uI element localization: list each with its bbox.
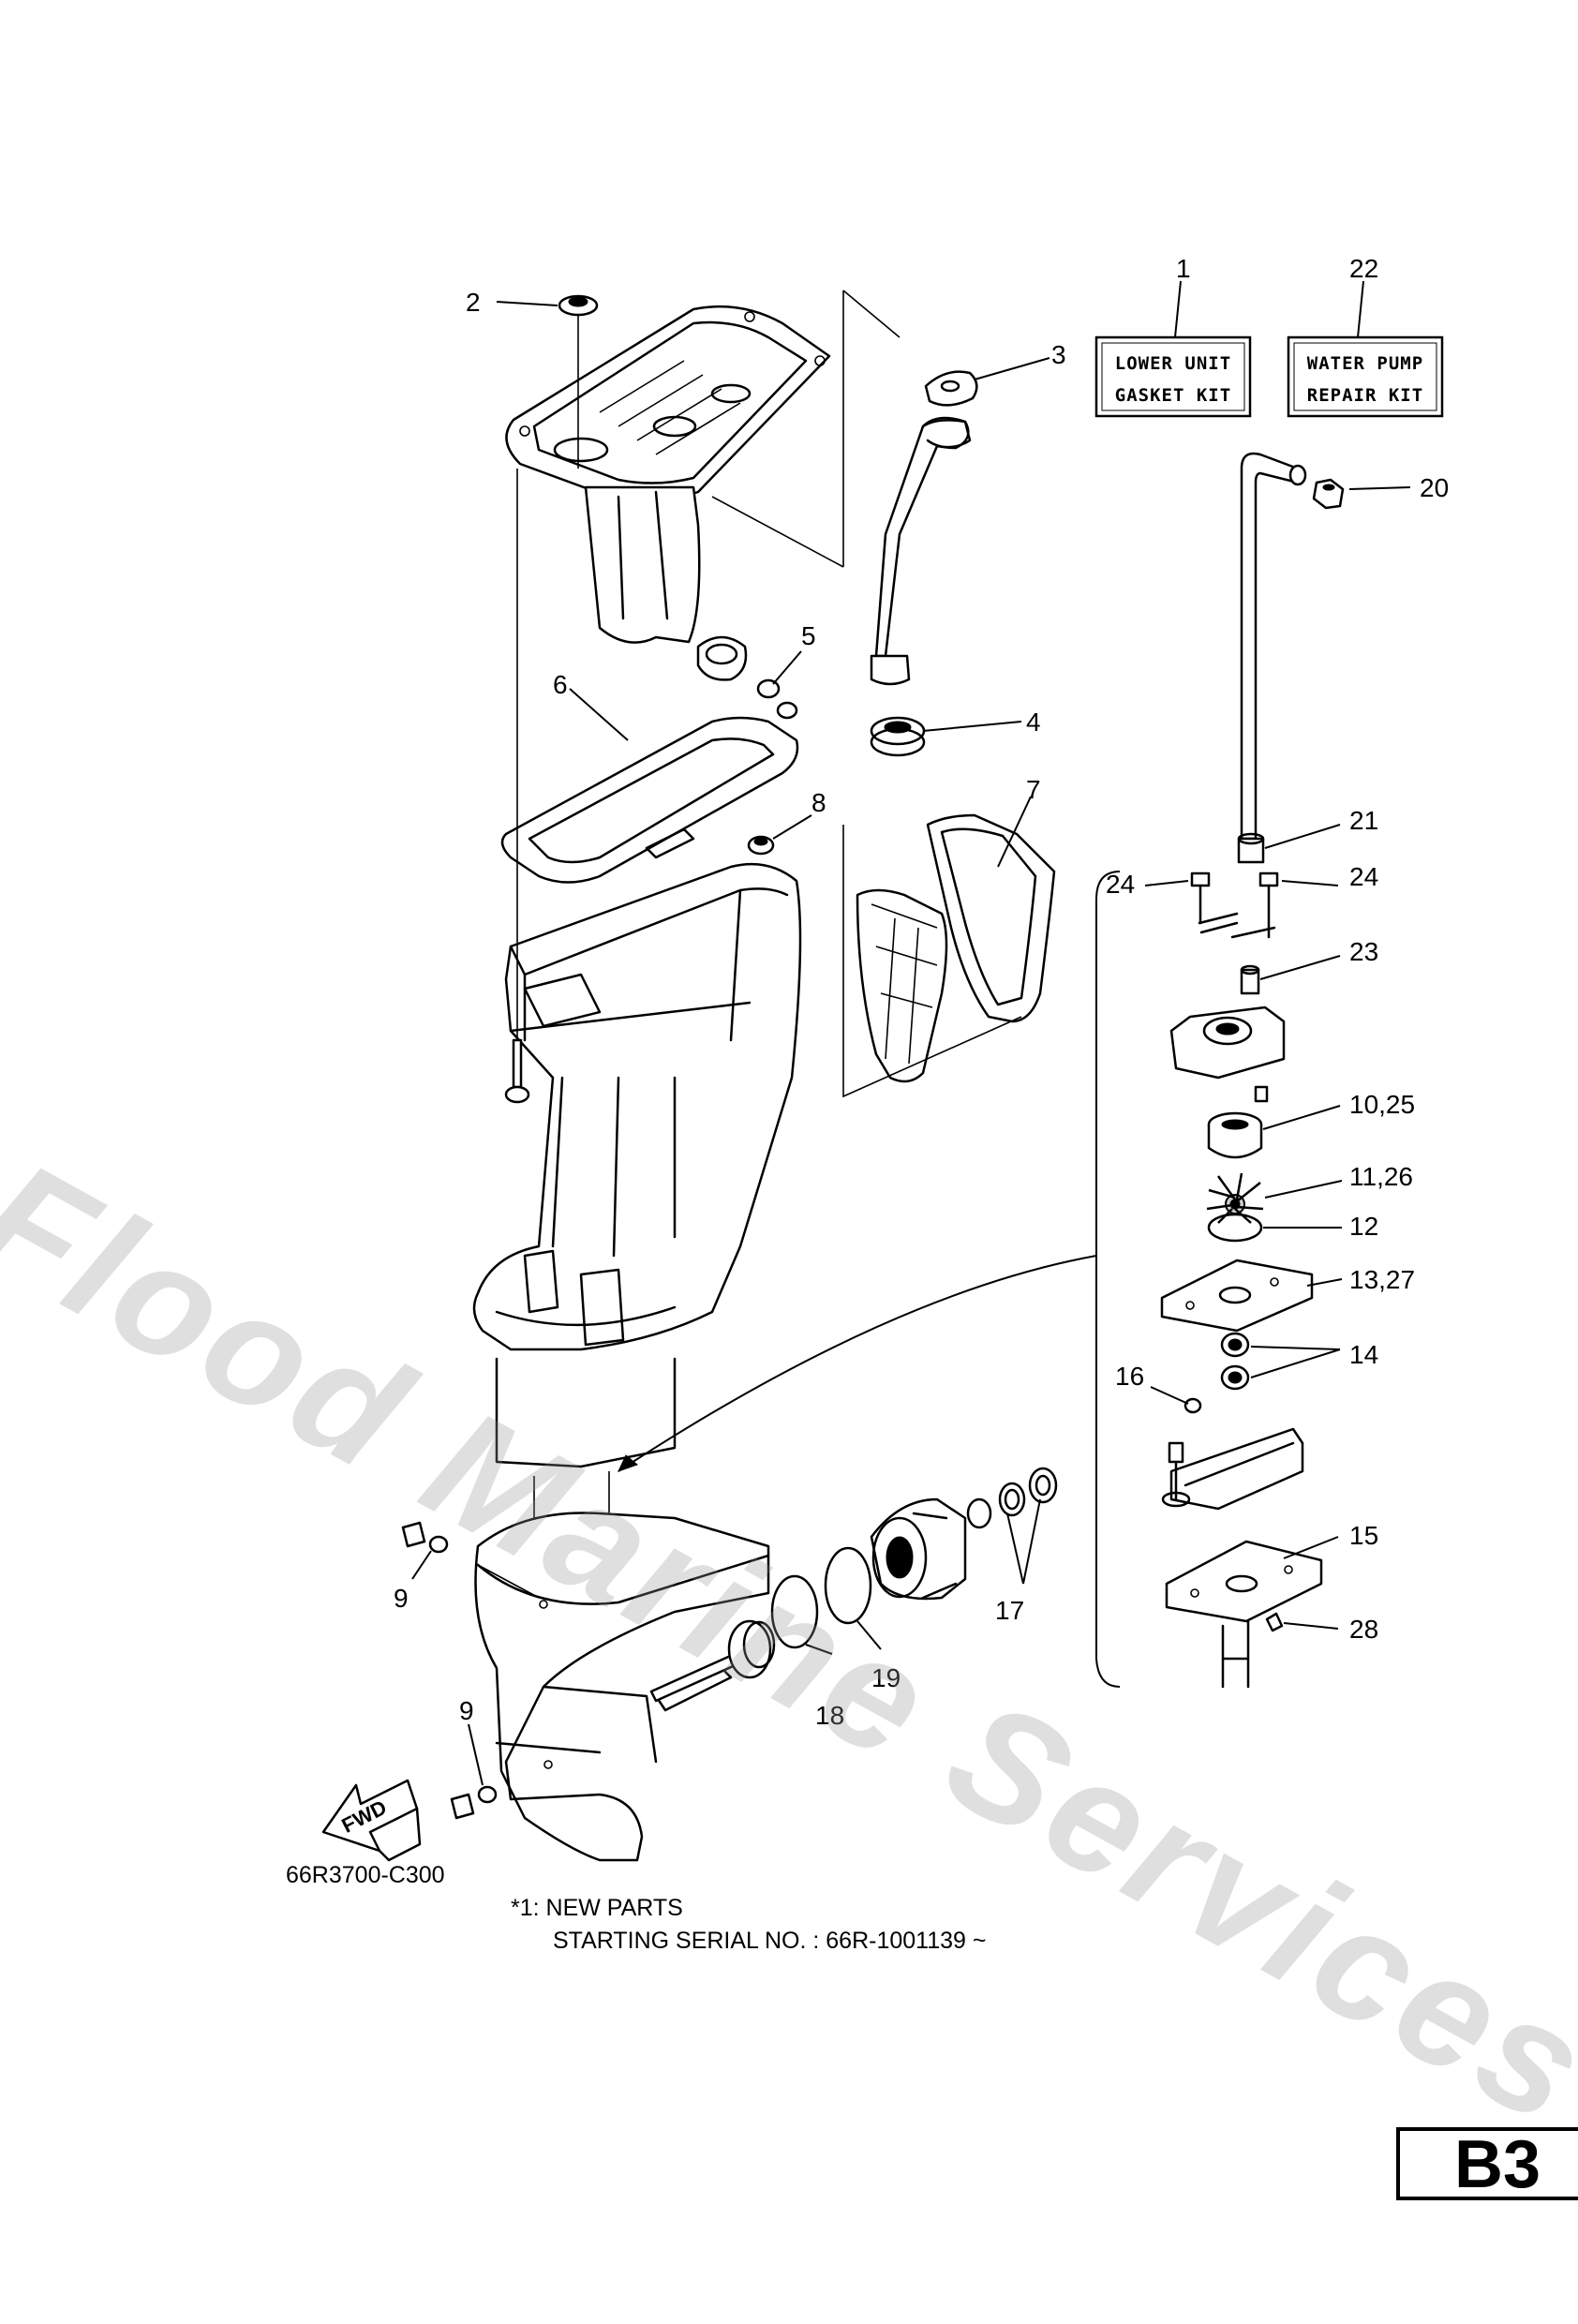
water-pump-kit-line2: REPAIR KIT	[1307, 385, 1423, 406]
part-23-insert	[1240, 964, 1260, 995]
pump-assembly-bracket	[1095, 871, 1121, 1688]
callout-23: 23	[1349, 937, 1378, 966]
part-5-seal	[756, 678, 798, 720]
upper-casing	[505, 305, 831, 681]
callout-2: 2	[466, 288, 481, 317]
callout-20: 20	[1420, 473, 1449, 502]
callout-22: 22	[1349, 254, 1378, 283]
part-14-seals	[1220, 1332, 1250, 1391]
page-code: B3	[1396, 2127, 1578, 2200]
callout-6: 6	[553, 670, 568, 699]
pump-housing	[1169, 1006, 1286, 1103]
part-15-gasket	[1165, 1540, 1323, 1623]
housing-bolt	[504, 1038, 530, 1104]
part-2-grommet	[558, 294, 599, 469]
callout-10-25: 10,25	[1349, 1090, 1415, 1119]
new-parts-note: *1: NEW PARTS	[511, 1895, 683, 1921]
callout-21: 21	[1349, 806, 1378, 835]
callout-8: 8	[811, 788, 826, 817]
part-28-pin	[1265, 1612, 1284, 1632]
propeller-shaft-housing	[870, 1497, 967, 1601]
water-tube	[870, 370, 978, 757]
water-pump-kit-line1: WATER PUMP	[1307, 353, 1423, 374]
lower-unit-kit-line1: LOWER UNIT	[1115, 353, 1231, 374]
callout-4: 4	[1026, 708, 1041, 737]
part-19-o-ring	[824, 1546, 872, 1625]
lower-unit-gasket-kit-box: LOWER UNIT GASKET KIT	[1094, 335, 1252, 418]
callout-17: 17	[995, 1596, 1024, 1625]
callout-12: 12	[1349, 1212, 1378, 1241]
part-9-upper-plug	[401, 1521, 449, 1554]
gearcase	[474, 1512, 770, 1862]
callout-28: 28	[1349, 1615, 1378, 1644]
propeller-shaft	[649, 1619, 776, 1703]
callout-1: 1	[1176, 254, 1191, 283]
part-6-gasket	[500, 716, 799, 884]
callout-16: 16	[1115, 1362, 1144, 1391]
callout-3: 3	[1051, 340, 1066, 369]
part-24-bolts	[1190, 872, 1279, 939]
part-21-grommet	[1237, 832, 1265, 864]
callout-15: 15	[1349, 1521, 1378, 1550]
driveshaft	[1221, 1619, 1250, 1689]
pump-base	[1161, 1427, 1304, 1511]
callout-labels: 2 3 4 5 6 7 8 1 22 20 21 24 24 23 10,25 …	[394, 254, 1449, 1730]
fwd-arrow: FWD	[321, 1779, 422, 1862]
driveshaft-housing	[472, 862, 802, 1468]
callout-leaders	[411, 280, 1411, 1786]
callout-13-27: 13,27	[1349, 1265, 1415, 1294]
callout-18: 18	[815, 1701, 844, 1730]
serial-number-note: STARTING SERIAL NO. : 66R-1001139 ~	[553, 1928, 987, 1954]
callout-14: 14	[1349, 1340, 1378, 1369]
part-13-27-outer-plate	[1160, 1259, 1314, 1333]
long-water-tube	[1240, 452, 1307, 841]
part-18-o-ring	[770, 1574, 819, 1649]
callout-24-right: 24	[1349, 862, 1378, 891]
drawing-number: 66R3700-C300	[286, 1862, 445, 1888]
water-pump-repair-kit-box: WATER PUMP REPAIR KIT	[1287, 335, 1444, 418]
lower-unit-kit-line2: GASKET KIT	[1115, 385, 1231, 406]
part-16-dowel	[1184, 1397, 1202, 1414]
callout-9-upper: 9	[394, 1584, 409, 1613]
part-9-lower-plug	[450, 1785, 498, 1820]
part-7-cover	[856, 813, 1056, 1083]
part-20-grommet	[1312, 478, 1345, 510]
callout-19: 19	[871, 1663, 901, 1692]
callout-11-26: 11,26	[1349, 1162, 1413, 1191]
callout-9-lower: 9	[459, 1696, 474, 1725]
part-12-o-ring	[1207, 1213, 1263, 1243]
callout-5: 5	[801, 621, 816, 650]
part-10-25-cartridge	[1207, 1111, 1263, 1159]
callout-7: 7	[1026, 775, 1041, 804]
part-17-seals	[966, 1467, 1058, 1529]
part-8-nut	[747, 835, 775, 856]
callout-24-left: 24	[1106, 870, 1135, 899]
